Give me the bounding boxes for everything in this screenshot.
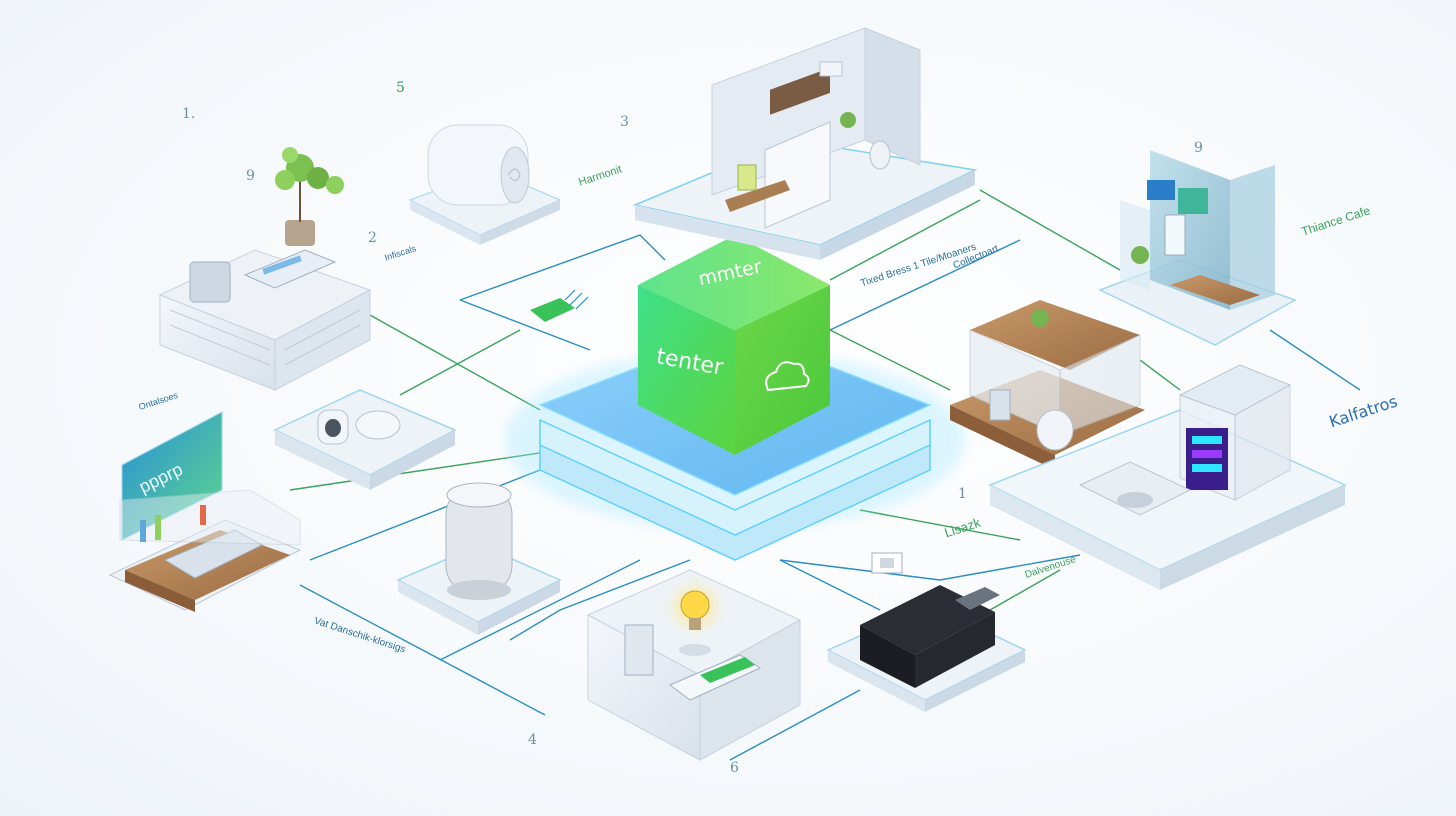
cloud-icon: [765, 361, 810, 392]
server-module: [988, 364, 1347, 590]
router-device: [826, 585, 1027, 712]
marker-number: 3: [620, 114, 629, 130]
marker-number: 1: [958, 486, 967, 502]
lightbulb-icon: [673, 585, 717, 630]
small-component-icon: [871, 552, 903, 574]
cabinet-device: [158, 147, 372, 391]
marker-number: 2: [368, 230, 377, 246]
marker-number: 5: [396, 80, 405, 96]
marker-number: 9: [246, 168, 255, 184]
desk-module: [950, 300, 1145, 470]
marker-number: 9: [1194, 140, 1203, 156]
marker-number: 4: [528, 732, 537, 748]
glass-booth-module: [1098, 150, 1297, 346]
lamp-module: [586, 569, 802, 761]
hub-cube: [638, 235, 830, 455]
workstation-module: [108, 411, 302, 612]
sensor-hub-device: [273, 389, 457, 490]
plant-icon: [275, 147, 344, 222]
connection-lines: [289, 189, 1361, 761]
small-chip-icon: [530, 289, 589, 322]
smart-speaker-device: [396, 482, 562, 635]
marker-number: 1.: [182, 106, 196, 122]
roll-device: [408, 124, 562, 245]
room-module-top: [632, 27, 978, 260]
marker-number: 6: [730, 760, 739, 776]
